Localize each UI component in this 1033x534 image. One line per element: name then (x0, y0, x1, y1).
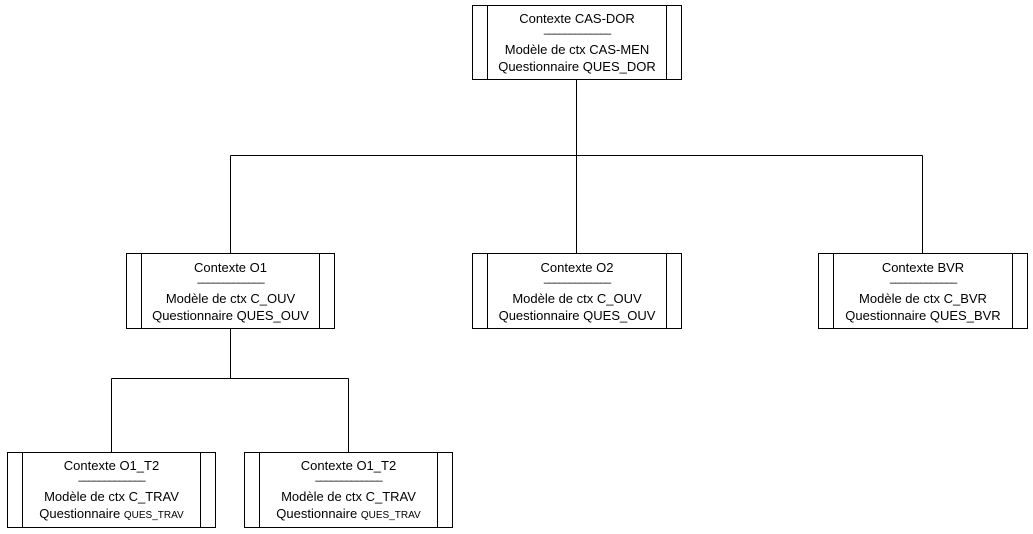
node-contexte-o1[interactable]: Contexte O1 ––––––––––––– Modèle de ctx … (126, 253, 335, 329)
node-questionnaire: Questionnaire QUES_OUV (498, 307, 656, 323)
node-model: Modèle de ctx C_OUV (165, 290, 296, 306)
node-title: Contexte CAS-DOR (519, 11, 635, 26)
node-title: Contexte O1 (194, 259, 267, 275)
node-separator: ––––––––––––– (197, 276, 265, 289)
node-contexte-o1-t2-a[interactable]: Contexte O1_T2 ––––––––––––– Modèle de c… (7, 452, 216, 528)
node-title: Contexte BVR (881, 259, 965, 275)
node-separator: ––––––––––––– (889, 276, 958, 289)
node-questionnaire: Questionnaire QUES_TRAV (276, 505, 421, 521)
node-contexte-o2[interactable]: Contexte O2 ––––––––––––– Modèle de ctx … (472, 253, 682, 329)
node-title: Contexte O1_T2 (300, 457, 397, 473)
node-contexte-cas-dor[interactable]: Contexte CAS-DOR ––––––––––––– Modèle de… (472, 5, 682, 80)
node-title: Contexte O1_T2 (63, 457, 160, 473)
node-model: Modèle de ctx C_BVR (859, 290, 987, 306)
node-model: Modèle de ctx C_TRAV (281, 488, 416, 504)
node-model: Modèle de ctx C_TRAV (44, 488, 179, 504)
node-contexte-o1-t2-b[interactable]: Contexte O1_T2 ––––––––––––– Modèle de c… (244, 452, 453, 528)
node-questionnaire: Questionnaire QUES_OUV (152, 307, 309, 323)
node-separator: ––––––––––––– (543, 28, 612, 40)
node-model: Modèle de ctx CAS-MEN (504, 42, 650, 57)
node-model: Modèle de ctx C_OUV (512, 290, 642, 306)
node-separator: ––––––––––––– (543, 276, 612, 289)
node-contexte-bvr[interactable]: Contexte BVR ––––––––––––– Modèle de ctx… (818, 253, 1028, 329)
node-separator: ––––––––––––– (315, 474, 383, 487)
node-questionnaire: Questionnaire QUES_BVR (845, 307, 1001, 323)
node-title: Contexte O2 (540, 259, 614, 275)
node-questionnaire: Questionnaire QUES_TRAV (39, 505, 184, 521)
node-questionnaire: Questionnaire QUES_DOR (498, 59, 656, 74)
node-separator: ––––––––––––– (78, 474, 146, 487)
